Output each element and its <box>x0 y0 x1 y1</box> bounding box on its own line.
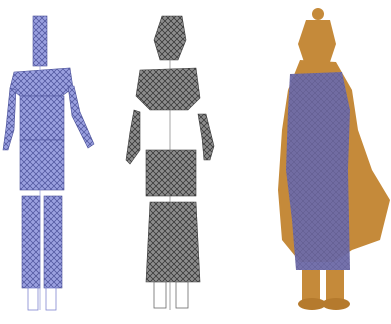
garment-mesh-figure <box>126 16 214 310</box>
rendered-figure <box>278 8 390 310</box>
skeleton-mesh-figure <box>3 16 94 310</box>
